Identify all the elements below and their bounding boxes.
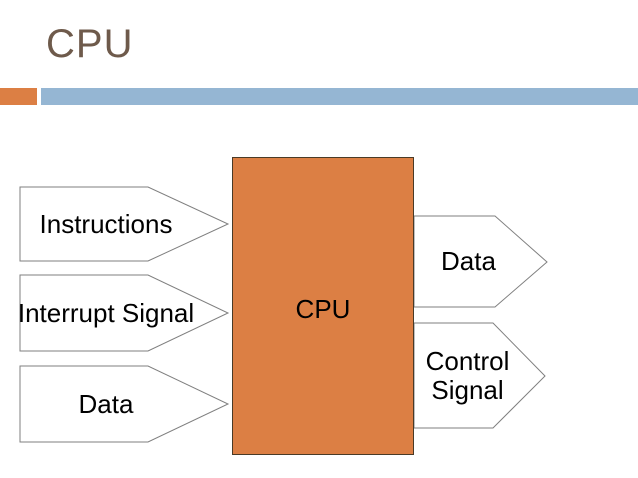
data-input-arrow-label: Data xyxy=(78,388,134,419)
control-signal-arrow-label: Control Signal xyxy=(414,323,545,428)
data-input-arrow-shape xyxy=(19,365,230,443)
interrupt-signal-arrow-label: Interrupt Signal xyxy=(17,297,195,328)
data-output-arrow-shape xyxy=(413,215,548,308)
interrupt-signal-arrow-shape xyxy=(19,274,230,352)
cpu-block: CPU xyxy=(232,157,414,455)
instructions-arrow-shape xyxy=(19,186,230,262)
cpu-block-label: CPU xyxy=(295,293,351,324)
slide-title: CPU xyxy=(46,22,134,66)
control-signal-arrow-shape xyxy=(413,322,546,429)
title-underline-bar xyxy=(41,88,638,105)
control-signal-line-2: Signal xyxy=(431,374,504,405)
control-signal-line-1: Control xyxy=(425,345,510,376)
instructions-arrow-label: Instructions xyxy=(39,208,173,239)
title-accent-square xyxy=(0,88,37,105)
data-output-arrow-label: Data xyxy=(441,246,496,276)
